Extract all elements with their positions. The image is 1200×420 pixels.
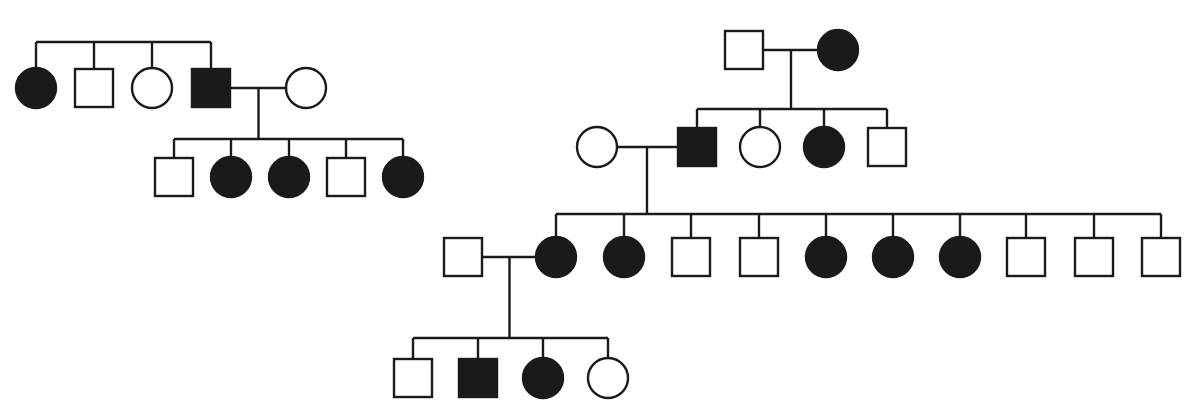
unaffected-male-symbol bbox=[1073, 236, 1115, 278]
affected-female-symbol bbox=[871, 235, 915, 279]
unaffected-male-symbol bbox=[392, 357, 434, 399]
pedigree-lines bbox=[34, 40, 1163, 358]
affected-female-symbol bbox=[534, 235, 578, 279]
affected-female-symbol bbox=[816, 28, 860, 72]
unaffected-male-symbol bbox=[153, 156, 195, 198]
affected-female-symbol bbox=[802, 125, 846, 169]
affected-female-symbol bbox=[521, 356, 565, 400]
unaffected-male-symbol bbox=[325, 156, 367, 198]
unaffected-female-symbol bbox=[586, 356, 630, 400]
unaffected-female-symbol bbox=[738, 125, 782, 169]
affected-female-symbol bbox=[381, 155, 425, 199]
unaffected-male-symbol bbox=[1005, 236, 1047, 278]
unaffected-male-symbol bbox=[670, 236, 712, 278]
pedigree-symbols bbox=[14, 28, 1182, 400]
unaffected-male-symbol bbox=[866, 126, 908, 168]
unaffected-male-symbol bbox=[73, 67, 115, 109]
unaffected-female-symbol bbox=[130, 66, 174, 110]
affected-male-symbol bbox=[190, 67, 232, 109]
affected-female-symbol bbox=[209, 155, 253, 199]
unaffected-male-symbol bbox=[738, 236, 780, 278]
unaffected-male-symbol bbox=[723, 29, 765, 71]
unaffected-male-symbol bbox=[442, 236, 484, 278]
affected-female-symbol bbox=[602, 235, 646, 279]
affected-male-symbol bbox=[457, 357, 499, 399]
affected-female-symbol bbox=[938, 235, 982, 279]
affected-female-symbol bbox=[804, 235, 848, 279]
affected-female-symbol bbox=[14, 66, 58, 110]
affected-female-symbol bbox=[267, 155, 311, 199]
unaffected-male-symbol bbox=[1140, 236, 1182, 278]
affected-male-symbol bbox=[676, 126, 718, 168]
unaffected-female-symbol bbox=[575, 125, 619, 169]
unaffected-female-symbol bbox=[284, 66, 328, 110]
